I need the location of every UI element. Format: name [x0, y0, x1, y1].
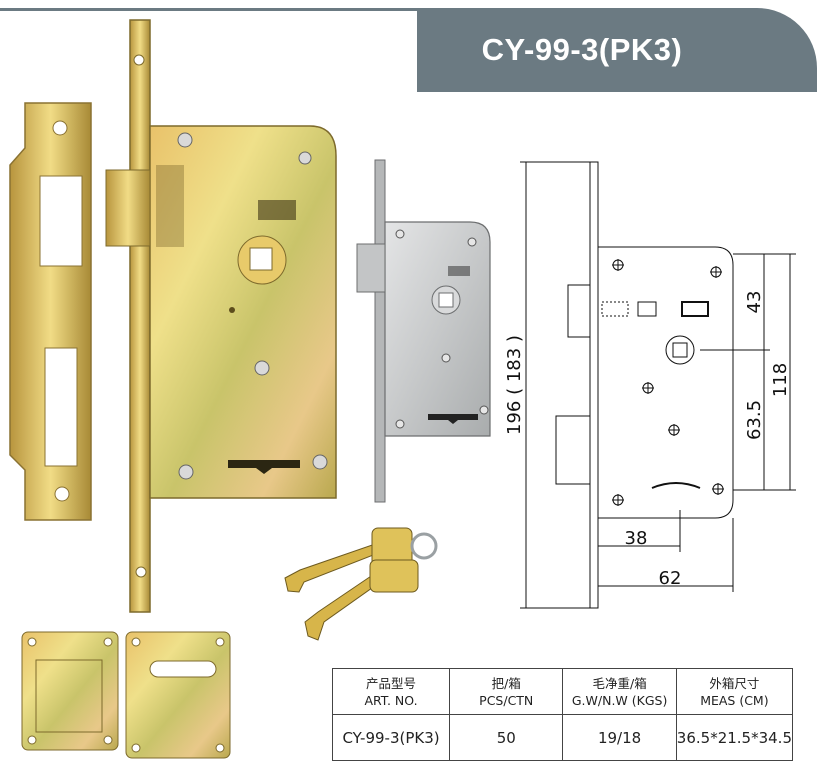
cell-weight: 19/18 — [562, 714, 677, 761]
title-banner: CY-99-3(PK3) — [417, 8, 817, 92]
brass-lock-body — [105, 19, 337, 613]
escutcheon-plates — [21, 631, 231, 759]
dim-62-label: 62 — [659, 568, 682, 589]
cell-pcs-ctn: 50 — [449, 714, 564, 761]
cell-meas: 36.5*21.5*34.5 — [675, 714, 794, 761]
strike-plate — [9, 102, 92, 521]
header-pcs-ctn: 把/箱 PCS/CTN — [449, 668, 564, 715]
spec-header-row: 产品型号 ART. NO. 把/箱 PCS/CTN 毛净重/箱 G.W/N.W … — [331, 668, 794, 715]
header-rule — [0, 8, 600, 11]
spec-table: 产品型号 ART. NO. 把/箱 PCS/CTN 毛净重/箱 G.W/N.W … — [331, 668, 794, 761]
dim-63-5-label: 63.5 — [744, 400, 765, 440]
dim-length-label: 196 ( 183 ) — [504, 335, 525, 435]
steel-lock-body — [356, 159, 491, 503]
dim-38-label: 38 — [625, 528, 648, 549]
header-meas: 外箱尺寸 MEAS (CM) — [675, 668, 794, 715]
spec-data-row: CY-99-3(PK3) 50 19/18 36.5*21.5*34.5 — [331, 714, 794, 761]
keys — [284, 527, 438, 641]
cell-art-no: CY-99-3(PK3) — [331, 714, 451, 761]
product-title: CY-99-3(PK3) — [481, 32, 683, 67]
header-art-no: 产品型号 ART. NO. — [331, 668, 451, 715]
header-weight: 毛净重/箱 G.W/N.W (KGS) — [562, 668, 677, 715]
dimension-labels: 196 ( 183 ) 43 63.5 118 38 62 — [504, 291, 791, 589]
dim-118-label: 118 — [770, 363, 791, 397]
dim-43-label: 43 — [744, 291, 765, 314]
technical-drawing — [520, 161, 796, 609]
